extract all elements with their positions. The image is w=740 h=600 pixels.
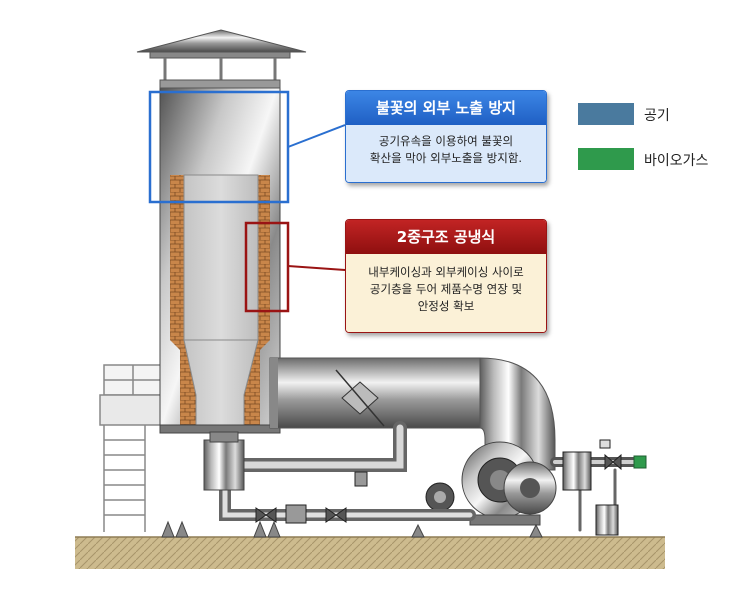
flame-prevention-title: 불꽃의 외부 노출 방지 (346, 91, 546, 125)
ground (75, 537, 665, 569)
double-structure-line3: 안정성 확보 (417, 299, 475, 313)
flame-zone-leader (287, 124, 346, 148)
legend-air-swatch (578, 103, 634, 125)
damper-icon (335, 369, 385, 427)
blower (461, 441, 557, 526)
legend-biogas-label: 바이오가스 (644, 153, 709, 169)
valves (255, 439, 647, 536)
legend-biogas-swatch (578, 148, 634, 170)
double-structure-line1: 내부케이싱과 외부케이싱 사이로 (368, 265, 524, 279)
platform-stairs (99, 364, 165, 532)
double-structure-line2: 공기층을 두어 제품수명 연장 및 (369, 282, 523, 296)
flame-prevention-callout: 불꽃의 외부 노출 방지 공기유속을 이용하여 불꽃의 확산을 막아 외부노출을… (345, 90, 547, 183)
legend-air-label: 공기 (644, 108, 670, 124)
flame-prevention-line1: 공기유속을 이용하여 불꽃의 (378, 134, 514, 148)
flare-stack (159, 79, 281, 434)
rain-cap (136, 29, 307, 80)
double-structure-title: 2중구조 공냉식 (346, 220, 546, 254)
flame-prevention-line2: 확산을 막아 외부노출을 방지함. (369, 151, 523, 165)
double-structure-callout: 2중구조 공냉식 내부케이싱과 외부케이싱 사이로 공기층을 두어 제품수명 연… (345, 219, 547, 333)
double-structure-leader (287, 265, 346, 271)
foundation-anchors (161, 520, 543, 538)
